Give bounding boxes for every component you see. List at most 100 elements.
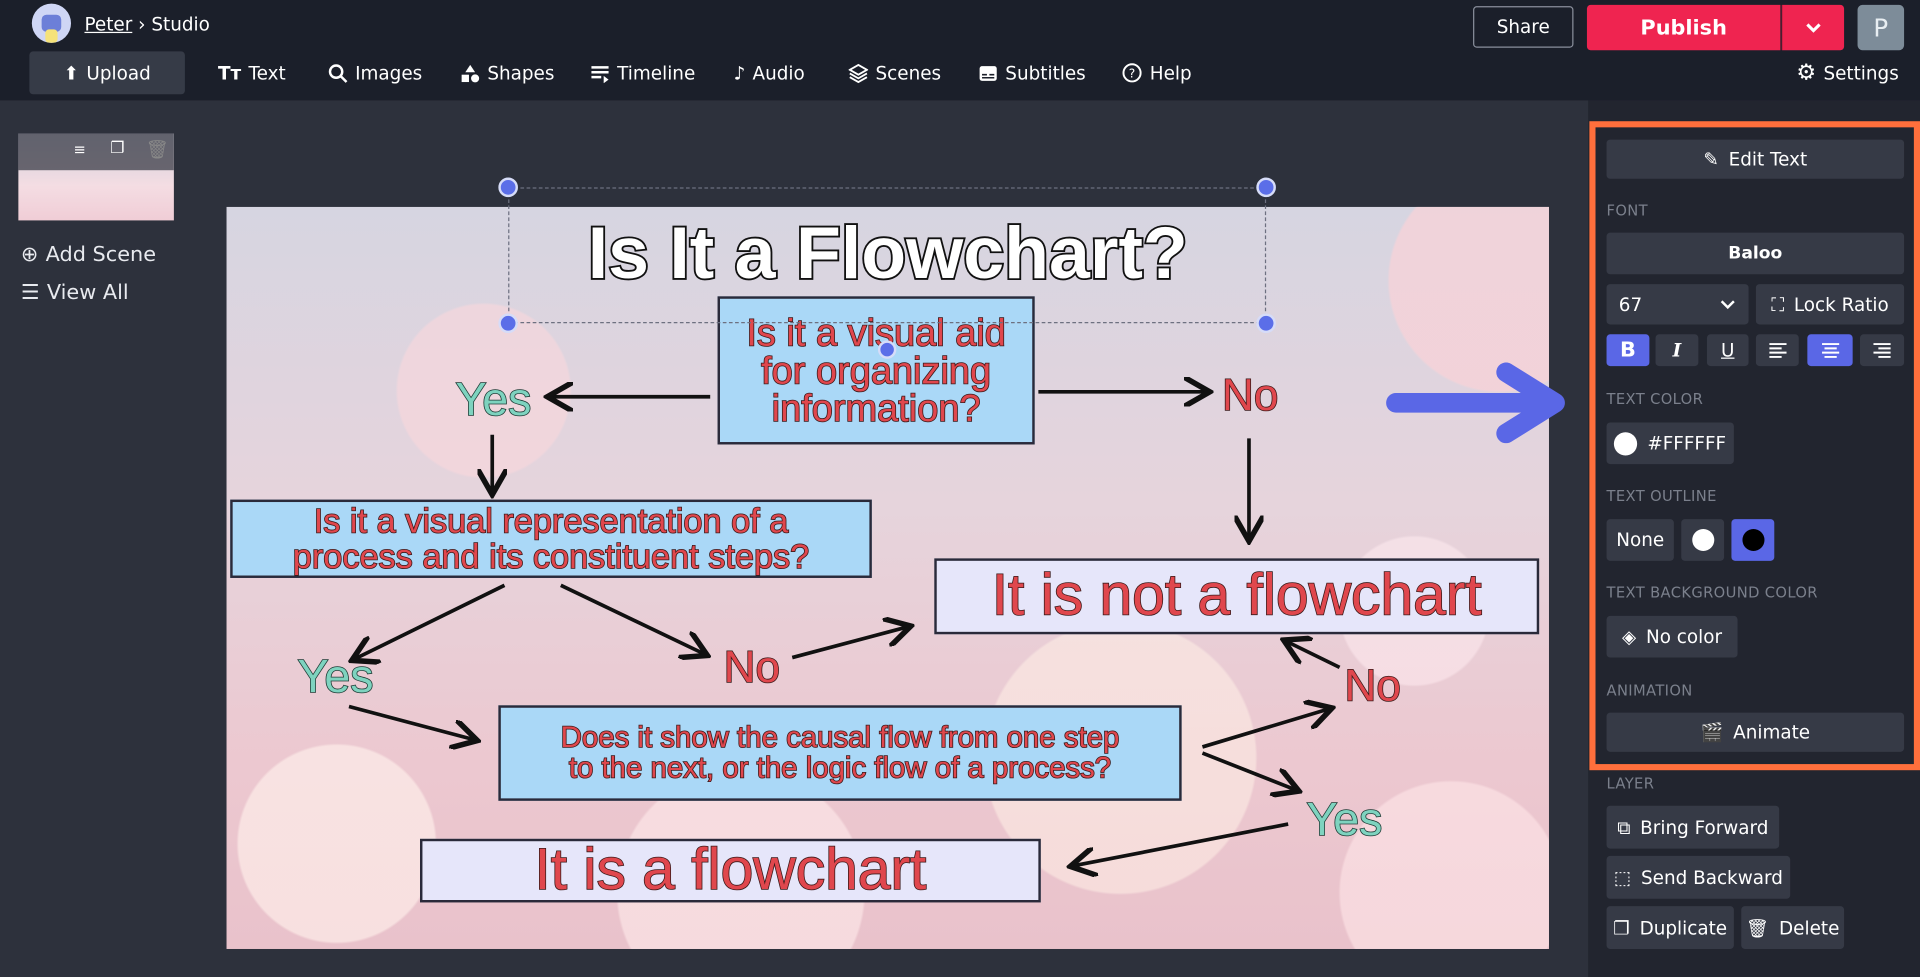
animate-label: Animate <box>1733 721 1811 744</box>
duplicate-scene-icon[interactable]: ❐ <box>110 139 125 158</box>
lock-ratio-button[interactable]: ⛶Lock Ratio <box>1755 284 1905 325</box>
toolbar-scenes[interactable]: Scenes <box>848 51 941 94</box>
toolbar-label: Shapes <box>487 61 555 84</box>
resize-handle-bottom-right[interactable] <box>1256 313 1276 334</box>
flowchart-arrows <box>227 207 1341 949</box>
resize-handle-top-right[interactable] <box>1256 177 1276 198</box>
font-size-select[interactable]: 67 <box>1606 284 1749 325</box>
top-bar: Peter › Studio Share Publish P ⬆Upload T… <box>0 0 1920 101</box>
canvas-title[interactable]: Is It a Flowchart? <box>586 211 1190 294</box>
publish-button[interactable]: Publish <box>1586 4 1781 51</box>
edit-text-button[interactable]: ✎ Edit Text <box>1606 139 1905 179</box>
delete-scene-icon[interactable]: 🗑 <box>145 138 170 161</box>
timeline-icon <box>591 65 609 83</box>
align-left-icon <box>1768 343 1786 358</box>
font-select[interactable]: Baloo <box>1606 232 1905 275</box>
publish-dropdown-button[interactable] <box>1781 4 1845 51</box>
background-color-button[interactable]: ◈No color <box>1606 615 1738 658</box>
animate-button[interactable]: 🎬Animate <box>1606 712 1905 752</box>
white-swatch <box>1691 528 1714 552</box>
answer-text: It is not a flowchart <box>991 563 1483 629</box>
answer-box-is-flowchart[interactable]: It is a flowchart <box>420 838 1041 903</box>
toolbar-label: Timeline <box>617 61 696 84</box>
yes-label[interactable]: Yes <box>455 374 533 427</box>
layer-label: LAYER <box>1606 775 1655 793</box>
list-icon: ☰ <box>20 280 40 305</box>
breadcrumb-user-link[interactable]: Peter <box>84 13 133 36</box>
outline-white-button[interactable] <box>1681 519 1725 561</box>
thumbnail-overlay <box>18 133 174 171</box>
breadcrumb: Peter › Studio <box>84 13 209 35</box>
bold-button[interactable]: B <box>1606 334 1650 367</box>
font-label: FONT <box>1606 202 1648 220</box>
toolbar-subtitles[interactable]: Subtitles <box>978 51 1086 94</box>
answer-box-not-flowchart[interactable]: It is not a flowchart <box>934 558 1540 635</box>
settings-button[interactable]: ⚙Settings <box>1796 51 1898 94</box>
subtitles-icon <box>979 65 997 81</box>
color-swatch <box>1614 431 1638 455</box>
black-swatch <box>1741 528 1764 552</box>
text-line: Is it a visual aid <box>746 311 1007 354</box>
user-avatar[interactable] <box>31 3 72 43</box>
no-label[interactable]: No <box>1344 660 1402 711</box>
bring-forward-button[interactable]: ⧉Bring Forward <box>1606 805 1780 849</box>
toolbar-shapes[interactable]: Shapes <box>460 51 554 94</box>
outline-black-button[interactable] <box>1731 519 1775 561</box>
question-box-3[interactable]: Does it show the causal flow from one st… <box>498 705 1182 801</box>
toolbar-timeline[interactable]: Timeline <box>590 51 695 94</box>
align-right-button[interactable] <box>1860 334 1905 367</box>
text-color-button[interactable]: #FFFFFF <box>1606 422 1734 465</box>
animation-label: ANIMATION <box>1606 682 1693 700</box>
bold-icon: B <box>1620 337 1636 363</box>
text-icon: Tт <box>217 61 242 84</box>
share-button[interactable]: Share <box>1473 6 1574 48</box>
delete-button[interactable]: 🗑Delete <box>1741 906 1845 949</box>
toolbar-upload[interactable]: ⬆Upload <box>29 51 186 95</box>
toolbar-label: Help <box>1149 61 1192 84</box>
duplicate-icon: ❐ <box>1613 916 1630 939</box>
no-label[interactable]: No <box>1221 369 1279 421</box>
background-color-value: No color <box>1645 625 1723 648</box>
toolbar-help[interactable]: ? Help <box>1122 51 1192 94</box>
plus-circle-icon: ⊕ <box>20 242 39 267</box>
align-center-button[interactable] <box>1807 334 1853 367</box>
underline-button[interactable]: U <box>1706 334 1749 367</box>
scene-thumbnail[interactable]: ≡ ❐ 🗑 <box>18 133 174 221</box>
arrow <box>1201 751 1295 790</box>
resize-handle-bottom-left[interactable] <box>498 313 518 334</box>
send-backward-icon: ⬚ <box>1613 866 1632 889</box>
yes-label[interactable]: Yes <box>297 651 375 703</box>
resize-handle-top-left[interactable] <box>498 177 518 198</box>
breadcrumb-section: Studio <box>151 13 210 36</box>
pencil-icon: ✎ <box>1703 148 1719 171</box>
italic-icon: I <box>1672 339 1682 362</box>
send-backward-button[interactable]: ⬚ Send Backward <box>1606 855 1791 899</box>
toolbar-images[interactable]: Images <box>328 51 422 94</box>
align-left-button[interactable] <box>1755 334 1799 367</box>
rotate-handle-icon[interactable] <box>877 340 897 359</box>
outline-none-button[interactable]: None <box>1606 519 1674 561</box>
selection-box[interactable] <box>508 187 1267 324</box>
arrow <box>355 583 506 658</box>
no-label[interactable]: No <box>723 641 781 692</box>
view-all-button[interactable]: ☰View All <box>21 280 129 304</box>
send-backward-label: Send Backward <box>1641 866 1783 889</box>
arrow <box>1201 709 1328 749</box>
duplicate-button[interactable]: ❐Duplicate <box>1606 906 1734 949</box>
align-center-icon <box>1821 343 1839 358</box>
add-scene-button[interactable]: ⊕Add Scene <box>21 242 156 266</box>
help-icon: ? <box>1122 63 1142 83</box>
reorder-icon[interactable]: ≡ <box>73 140 86 158</box>
toolbar-label: Images <box>355 61 423 84</box>
music-note-icon: ♪ <box>733 61 746 84</box>
yes-label[interactable]: Yes <box>1306 794 1384 847</box>
account-avatar[interactable]: P <box>1857 4 1905 51</box>
italic-button[interactable]: I <box>1655 334 1699 367</box>
toolbar-audio[interactable]: ♪Audio <box>733 51 804 94</box>
edit-text-label: Edit Text <box>1728 148 1808 171</box>
bring-forward-label: Bring Forward <box>1640 816 1769 839</box>
